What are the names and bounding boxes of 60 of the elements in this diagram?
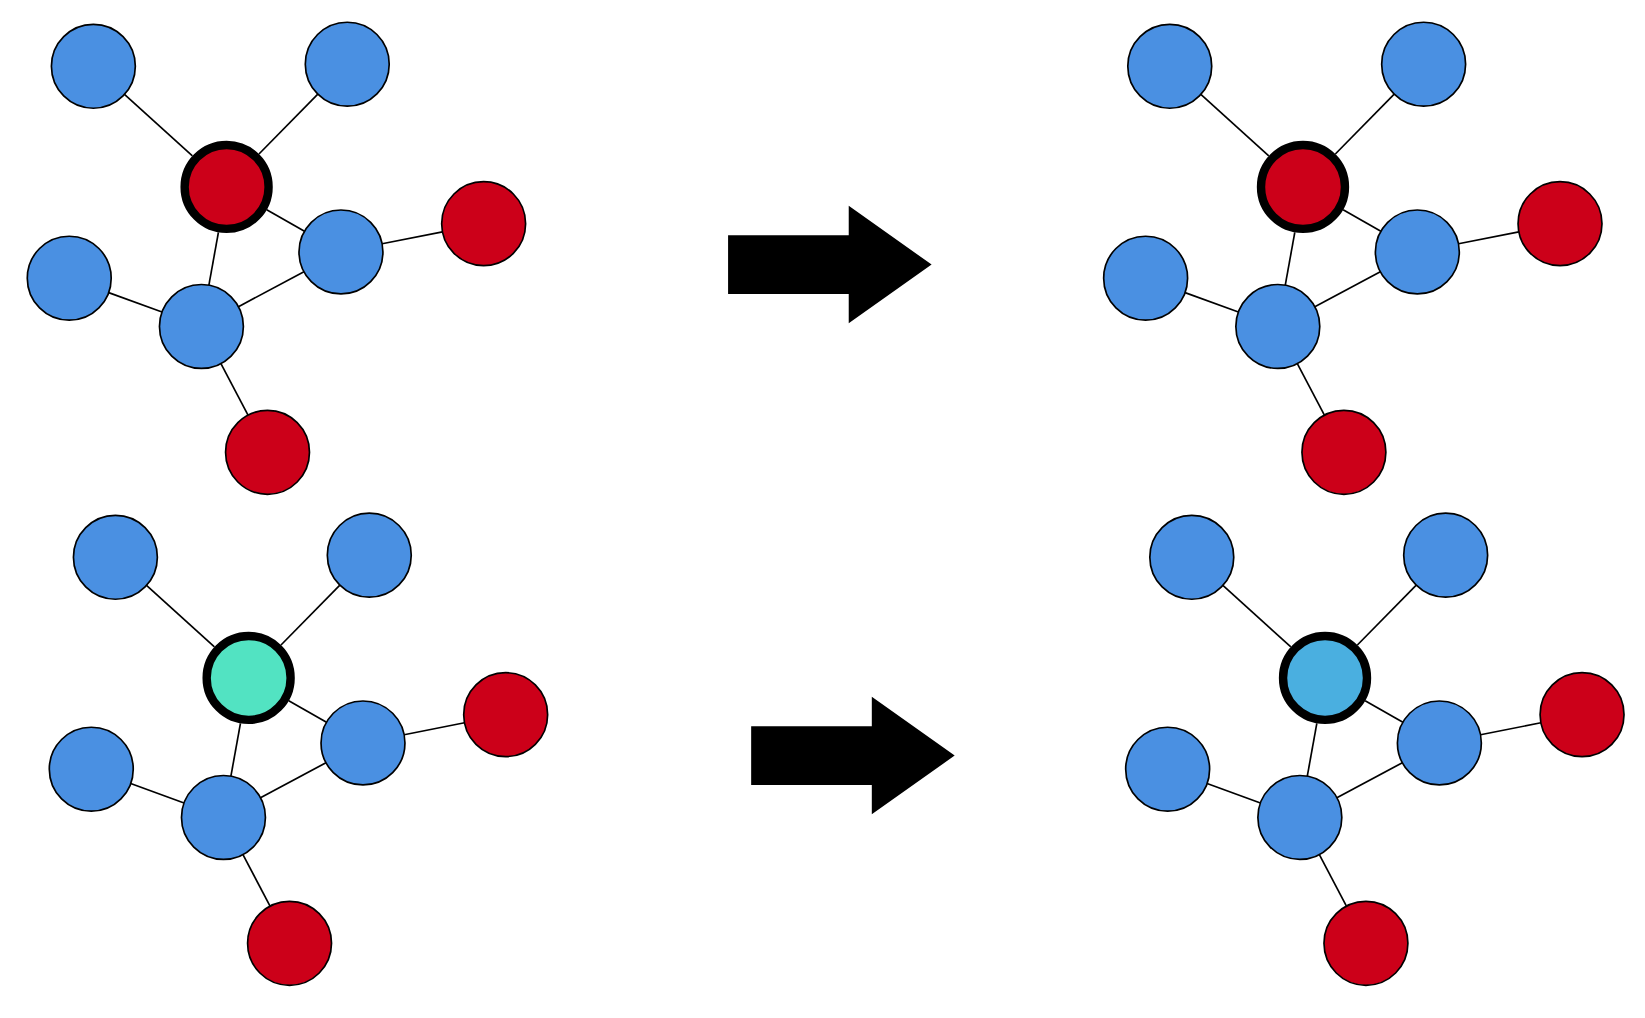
connector-line [107,291,163,313]
node-circle [1323,900,1409,987]
connector-line [259,761,327,799]
connector-line [1284,231,1296,286]
connector-line [1296,362,1326,417]
node-circle [1235,283,1321,370]
node-circle [298,209,384,295]
node-circle [1301,409,1387,496]
connector-line [1334,93,1396,155]
connector-line [1200,93,1270,157]
node-circle [72,514,159,601]
node-circle [50,23,137,110]
connector-line [258,93,319,155]
connector-line [123,93,194,157]
node-circle [1124,726,1211,812]
node-circle [326,512,413,598]
connector-line [1184,291,1240,313]
node-circle [1539,671,1625,758]
node-circle [440,180,527,267]
node-circle [48,726,135,812]
hub-node-circle [202,631,295,725]
node-circle [320,700,406,786]
node-circle [180,774,267,861]
connector-line [1342,208,1382,233]
node-circle [1102,235,1189,321]
node-circle [1374,209,1461,295]
connector-line [287,699,328,724]
connector-line [242,853,271,907]
node-circle [1126,23,1213,110]
connector-line [230,722,242,777]
connector-line [129,782,185,804]
node-circle [158,283,245,370]
node-circle [1257,774,1343,861]
node-circle [1380,21,1467,107]
node-circle [1402,512,1489,598]
connector-line [280,584,341,646]
connector-line [237,270,305,308]
node-circle [26,235,113,321]
connector-line [1314,270,1382,308]
hub-node-circle [1256,140,1350,234]
node-circle [1149,514,1235,601]
connector-line [1306,722,1318,777]
connector-line [1318,853,1348,907]
connector-line [208,231,220,286]
connector-line [1356,584,1418,646]
connector-line [265,208,306,233]
node-circle [462,671,549,758]
connector-line [1222,584,1292,648]
hub-node-circle [180,140,273,234]
connector-line [220,362,249,417]
connector-line [145,584,216,648]
connector-line [1206,782,1262,804]
node-circle [1517,180,1603,267]
node-circle [224,409,311,496]
connector-line [1364,699,1404,724]
connector-line [1336,761,1404,799]
node-circle [246,900,333,987]
node-circle [304,21,391,107]
hub-node-circle [1278,631,1372,725]
node-circle [1396,700,1483,786]
